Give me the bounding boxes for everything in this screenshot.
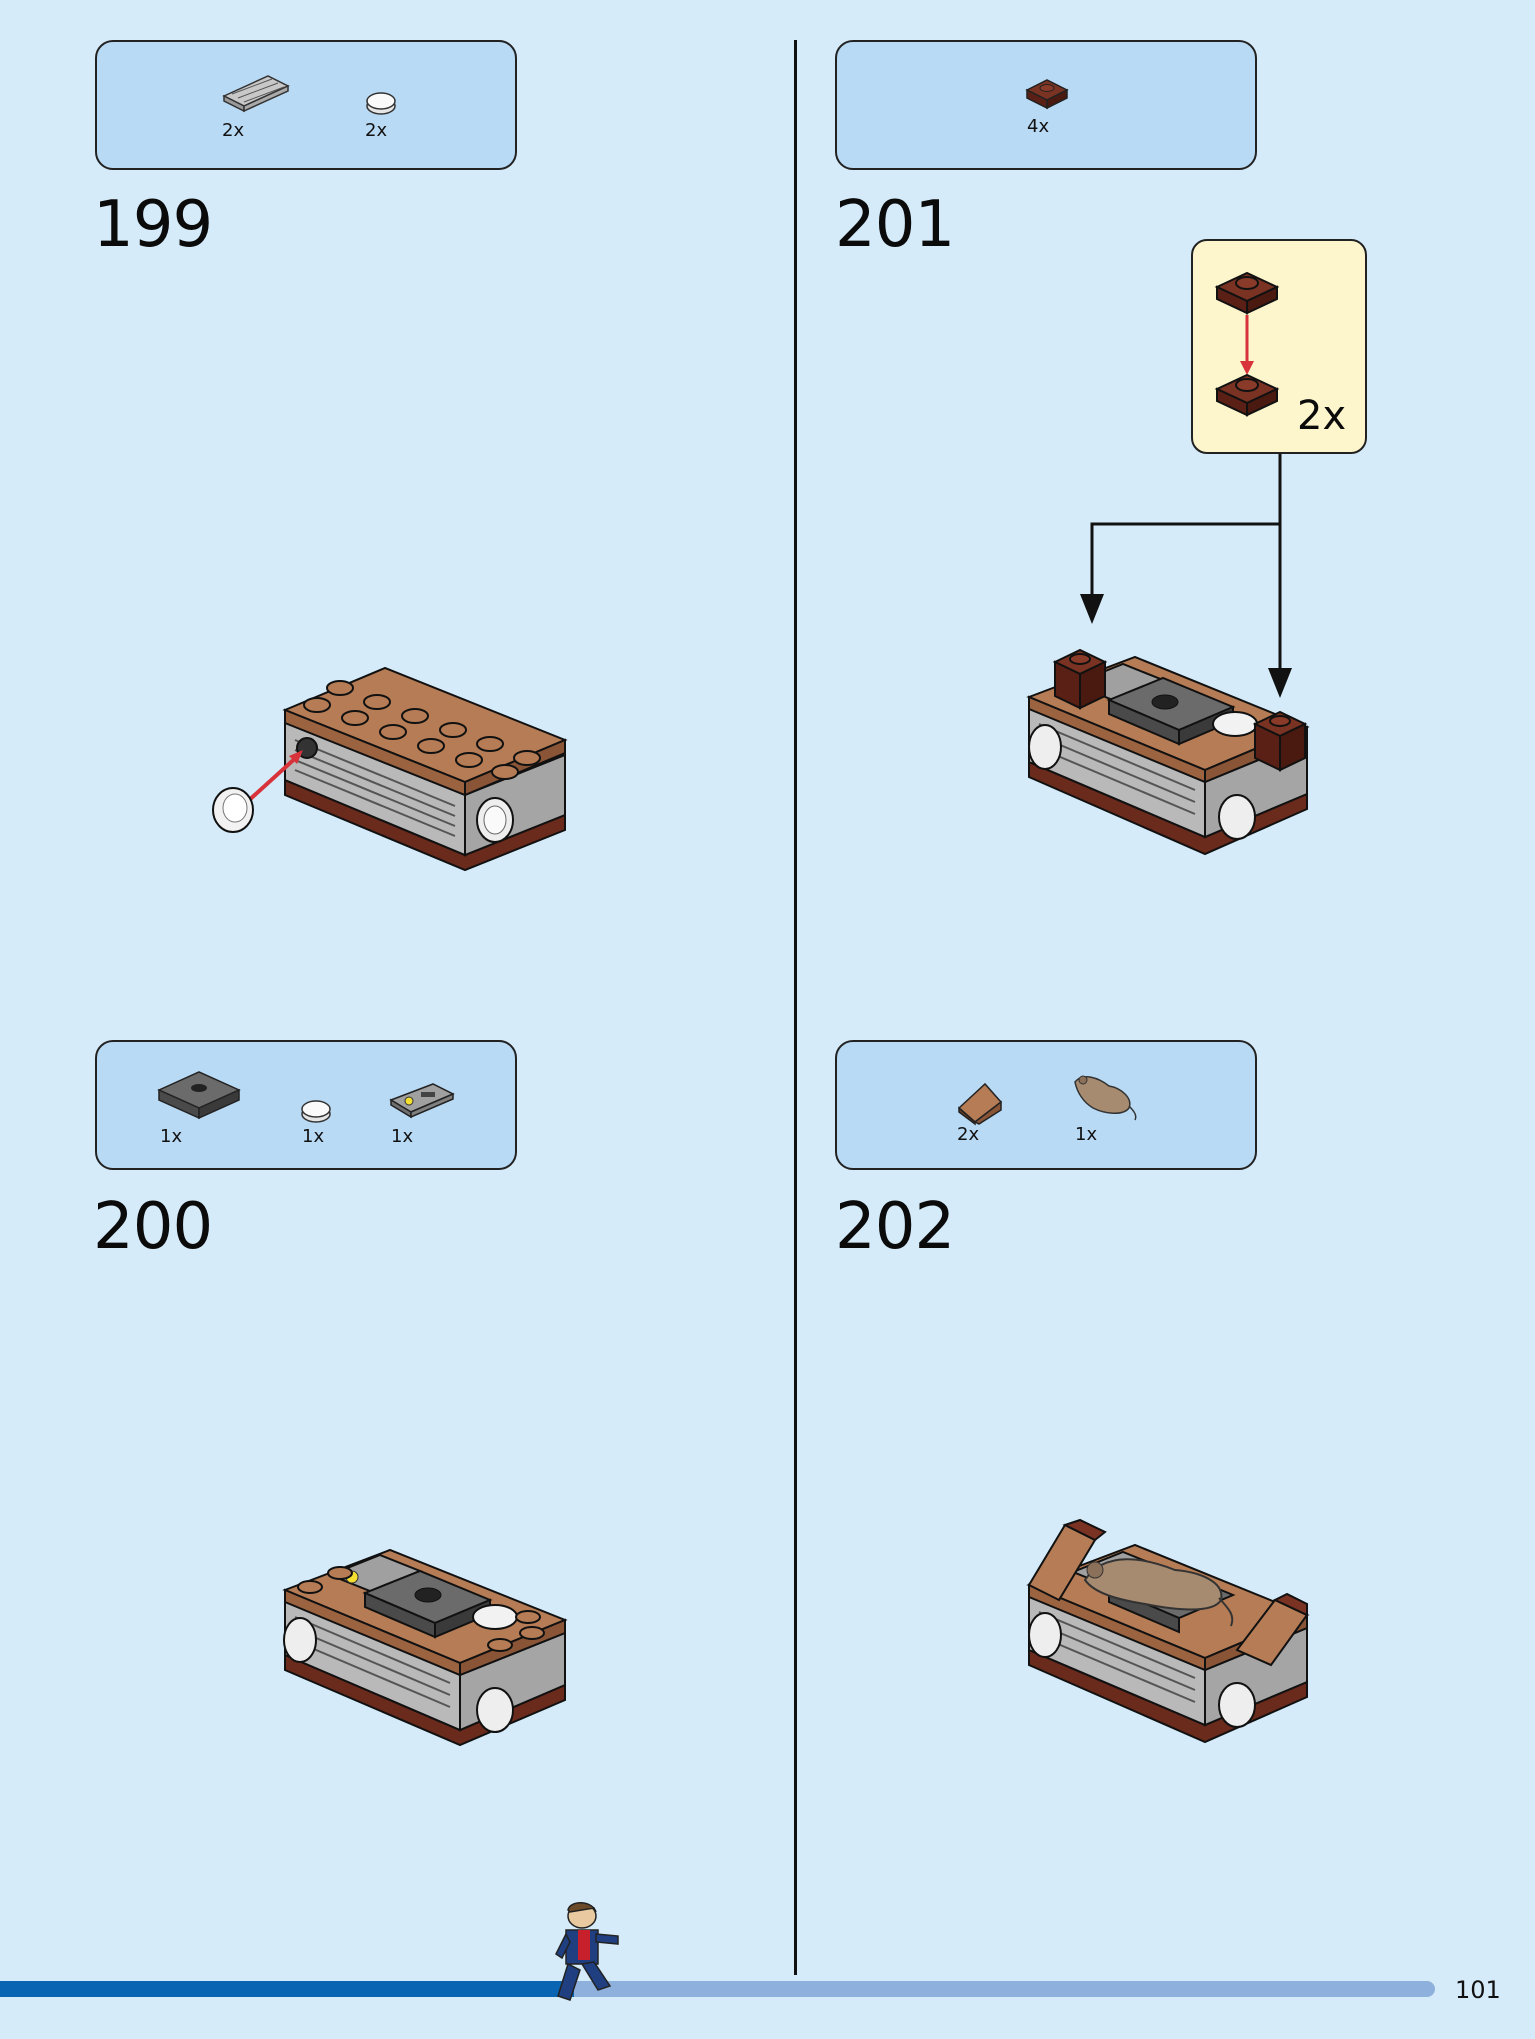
printed-control-tile-icon — [389, 1083, 455, 1119]
part-qty: 1x — [302, 1126, 325, 1147]
part-qty: 1x — [391, 1126, 414, 1147]
dark-gray-plate-icon — [157, 1071, 241, 1120]
step-number-199: 199 — [93, 188, 213, 262]
callout-arrows — [1080, 454, 1292, 698]
white-round-tile-icon — [366, 92, 396, 115]
sub-assembly-callout: 2x — [1191, 239, 1367, 454]
reddish-brown-plate-icon — [1025, 79, 1069, 110]
step-200-model-illustration — [282, 1548, 568, 1747]
brown-slope-icon — [957, 1082, 1003, 1126]
part-qty: 1x — [1075, 1124, 1098, 1145]
rat-figure-icon — [1074, 1075, 1137, 1121]
white-round-tile-icon — [301, 1100, 331, 1123]
parts-box-step-202: 2x 1x — [835, 1040, 1257, 1170]
column-divider — [794, 40, 797, 1975]
page-number: 101 — [1455, 1976, 1501, 2004]
progress-fill — [0, 1981, 574, 1997]
parts-box-step-201: 4x — [835, 40, 1257, 170]
minifigure-icon — [555, 1902, 619, 2001]
parts-box-step-199: 2x 2x — [95, 40, 517, 170]
step-202-model-illustration — [1026, 1518, 1310, 1744]
step-number-202: 202 — [835, 1190, 955, 1264]
step-199-model-illustration — [212, 666, 568, 872]
step-201-model-illustration — [1026, 648, 1310, 856]
step-number-200: 200 — [93, 1190, 213, 1264]
part-qty: 1x — [160, 1126, 183, 1147]
part-qty: 4x — [1027, 116, 1050, 137]
sub-assembly-illustration — [1214, 271, 1280, 417]
gray-tile-grille-icon — [222, 75, 290, 113]
parts-box-step-200: 1x 1x 1x — [95, 1040, 517, 1170]
callout-qty: 2x — [1297, 393, 1347, 439]
part-qty: 2x — [957, 1124, 980, 1145]
part-qty: 2x — [222, 120, 245, 141]
part-qty: 2x — [365, 120, 388, 141]
step-number-201: 201 — [835, 188, 955, 262]
